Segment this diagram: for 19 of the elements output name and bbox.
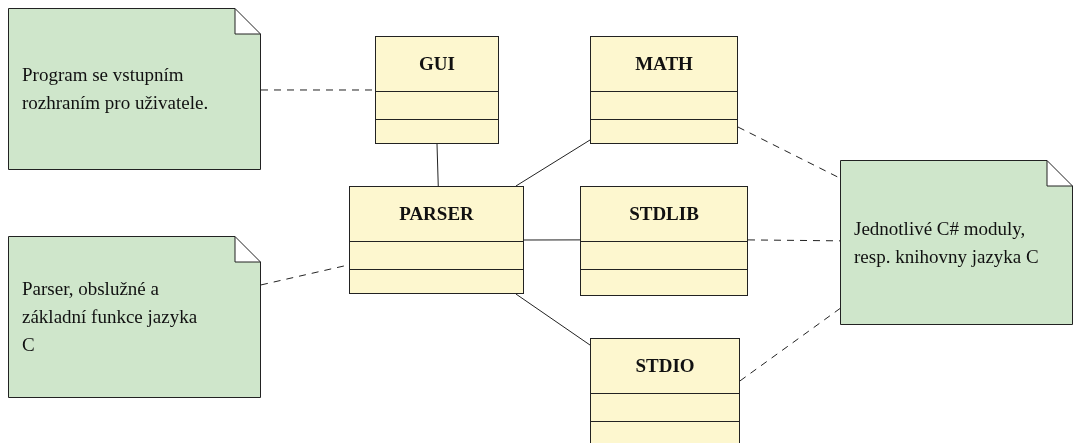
- connector-line: [523, 239, 581, 241]
- class-name: MATH: [591, 37, 737, 92]
- connector-line: [739, 308, 841, 382]
- connector-line: [515, 139, 591, 187]
- class-box: [580, 186, 748, 296]
- connector-line: [436, 143, 439, 187]
- class-box: [375, 36, 499, 144]
- class-box: [590, 36, 738, 144]
- class-name: GUI: [376, 37, 498, 92]
- note-text: Program se vstupním rozhraním pro uživatele.: [22, 63, 210, 115]
- note-text: Parser, obslužné a základní funkce jazyka C: [22, 277, 199, 357]
- class-name: STDIO: [591, 339, 739, 394]
- note-text: Jednotlivé C# moduly, resp. knihovny jazyka C: [854, 216, 1040, 269]
- class-box: [349, 186, 524, 294]
- class-box: [590, 338, 740, 443]
- connector-line: [515, 293, 591, 346]
- class-name: STDLIB: [581, 187, 747, 242]
- class-name: PARSER: [350, 187, 523, 242]
- connector-line: [747, 239, 841, 242]
